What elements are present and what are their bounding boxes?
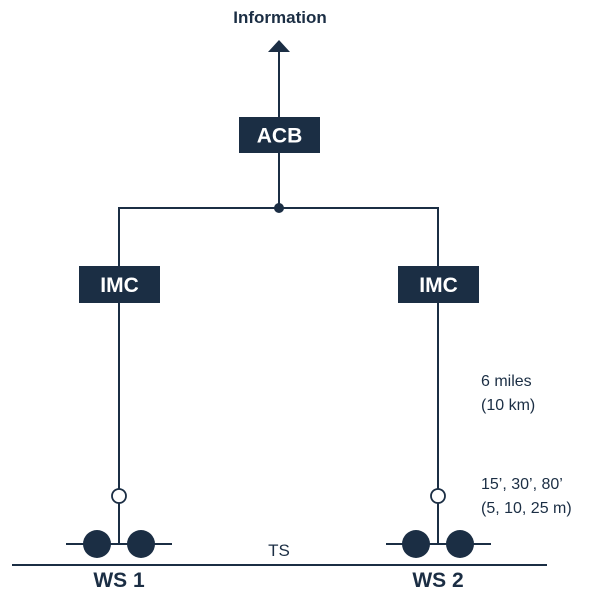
information-arrow-head	[268, 40, 290, 52]
acb-node: ACB	[239, 117, 320, 153]
imc-right-label: IMC	[419, 274, 458, 297]
imc-left-label: IMC	[100, 274, 139, 297]
left-signal-icon	[66, 530, 172, 558]
acb-box	[239, 117, 320, 153]
left-signal-light-2	[127, 530, 155, 558]
right-signal-light-2	[446, 530, 474, 558]
height-note-line1: 15’, 30’, 80’	[481, 476, 563, 493]
right-signal-light-1	[402, 530, 430, 558]
distance-note-line2: (10 km)	[481, 397, 535, 414]
imc-left-box	[79, 266, 160, 303]
left-sensor-icon	[111, 488, 127, 504]
track-label: TS	[268, 541, 290, 560]
right-sensor-icon	[430, 488, 446, 504]
right-signal-icon	[386, 530, 491, 558]
imc-right-box	[398, 266, 479, 303]
imc-right-node: IMC	[398, 266, 479, 303]
station-left-label: WS 1	[93, 569, 145, 592]
acb-label: ACB	[257, 125, 303, 148]
station-right-label: WS 2	[412, 569, 463, 592]
information-label: Information	[233, 8, 327, 27]
distance-note-line1: 6 miles	[481, 373, 532, 390]
height-note-line2: (5, 10, 25 m)	[481, 500, 572, 517]
left-signal-light-1	[83, 530, 111, 558]
imc-left-node: IMC	[79, 266, 160, 303]
